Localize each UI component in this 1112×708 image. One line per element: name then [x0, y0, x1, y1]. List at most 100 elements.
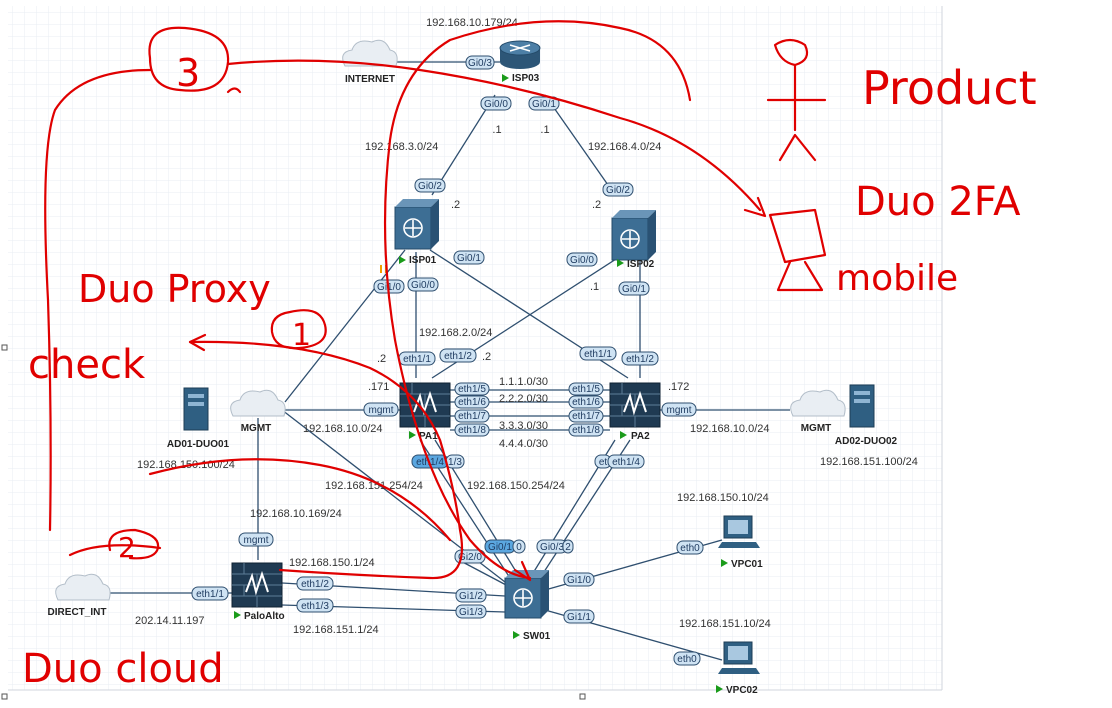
port-badge[interactable]: Gi1/0 — [563, 572, 595, 587]
ha-link-3: 3.3.3.0/30 — [499, 420, 548, 432]
play-icon — [617, 259, 624, 267]
port-badge[interactable]: eth1/8 — [454, 423, 490, 437]
host-label: .1 — [540, 124, 549, 136]
port-badge[interactable]: Gi0/1 — [618, 281, 650, 296]
svg-text:Gi1/0: Gi1/0 — [377, 282, 401, 293]
host-label: .2 — [451, 199, 460, 211]
svg-text:Gi2/0: Gi2/0 — [458, 552, 482, 563]
port-badge[interactable]: mgmt — [238, 532, 274, 547]
host-label: .2 — [377, 353, 386, 365]
annotation-circle-3 — [148, 26, 230, 92]
handwritten-text: 3 1 2 Product Duo 2FA mobile Duo Proxy c… — [22, 51, 1037, 692]
vpc01-pc-node[interactable]: VPC01 — [718, 515, 763, 570]
pa1-firewall-node[interactable]: PA1 — [399, 382, 451, 442]
port-badge[interactable]: mgmt — [363, 402, 399, 417]
svg-text:eth1/4: eth1/4 — [612, 457, 640, 468]
svg-text:eth1/8: eth1/8 — [458, 425, 486, 436]
direct-int-cloud-node[interactable]: DIRECT_INT — [48, 573, 111, 618]
port-badge[interactable]: eth1/5 — [454, 382, 490, 396]
svg-text:eth1/7: eth1/7 — [572, 411, 600, 422]
isp03-router-node[interactable]: ISP03 — [499, 40, 541, 84]
net-isp1: 192.168.3.0/24 — [365, 141, 438, 153]
sw01-switch-node[interactable]: SW01 — [504, 570, 551, 642]
resize-handle-bottom[interactable] — [579, 693, 586, 700]
svg-text:et: et — [599, 457, 608, 468]
vpc02-pc-node[interactable]: VPC02 — [716, 641, 760, 696]
host-label: .2 — [592, 199, 601, 211]
port-badge[interactable]: Gi1/1 — [563, 609, 595, 624]
port-badge[interactable]: 0 — [512, 539, 526, 554]
link-isp01-mgmt[interactable] — [284, 249, 406, 403]
firewall-icon — [623, 390, 647, 416]
port-badge[interactable]: 1/3 — [445, 454, 465, 469]
ad01-server-node[interactable]: AD01-DUO01 — [167, 387, 230, 450]
port-badge[interactable]: eth1/2 — [296, 576, 334, 591]
port-badge[interactable]: Gi0/2 — [414, 178, 446, 193]
mgmt-left-cloud-node[interactable]: MGMT — [230, 389, 286, 434]
port-badge[interactable]: Gi1/3 — [455, 604, 487, 619]
port-badge[interactable]: eth1/6 — [454, 395, 490, 409]
port-badge[interactable]: Gi0/2 — [602, 182, 634, 197]
internet-cloud-node[interactable]: INTERNET — [342, 39, 398, 85]
svg-text:Gi1/2: Gi1/2 — [459, 591, 483, 602]
svg-text:Gi0/3: Gi0/3 — [540, 542, 564, 553]
svg-text:eth1/1: eth1/1 — [196, 589, 224, 600]
port-badge[interactable]: eth1/6 — [568, 395, 604, 409]
svg-text:eth1/3: eth1/3 — [301, 601, 329, 612]
svg-text:Gi0/0: Gi0/0 — [570, 255, 594, 266]
svg-text:eth1/2: eth1/2 — [444, 351, 472, 362]
play-icon — [620, 431, 627, 439]
resize-handle-left[interactable] — [1, 344, 8, 351]
port-badge[interactable]: eth0 — [673, 651, 701, 666]
play-icon — [234, 611, 241, 619]
port-labels-layer: Gi0/3 Gi0/0 Gi0/1 Gi0/2 Gi0/1 Gi1/0 Gi0/… — [191, 55, 704, 666]
isp02-switch-node[interactable]: ISP02 — [611, 210, 656, 270]
svg-text:eth1/7: eth1/7 — [458, 411, 486, 422]
port-badge[interactable]: eth1/1 — [398, 351, 436, 366]
port-badge[interactable]: 2 — [562, 539, 574, 554]
port-badge[interactable]: eth1/8 — [568, 423, 604, 437]
net-isp2: 192.168.4.0/24 — [588, 141, 661, 153]
port-badge[interactable]: Gi0/1 — [484, 539, 516, 554]
port-badge[interactable]: eth1/1 — [191, 586, 229, 601]
vpc02-ip: 192.168.151.10/24 — [679, 618, 771, 630]
isp01-switch-node[interactable]: ISP01 — [394, 199, 439, 266]
svg-text:1/3: 1/3 — [448, 457, 462, 468]
port-badge[interactable]: Gi0/3 — [465, 55, 495, 70]
svg-text:Gi0/1: Gi0/1 — [532, 99, 556, 110]
annotation-duo-cloud: Duo cloud — [22, 646, 224, 692]
play-icon — [721, 559, 728, 567]
link-isp03-isp01[interactable] — [431, 94, 496, 196]
port-badge[interactable]: Gi0/1 — [528, 96, 560, 111]
ad02-server-node[interactable]: AD02-DUO02 — [835, 384, 898, 447]
resize-handle-bottom-left[interactable] — [1, 693, 8, 700]
port-badge[interactable]: eth1/7 — [454, 409, 490, 423]
host-label: .171 — [368, 381, 389, 393]
port-badge[interactable]: Gi0/1 — [453, 250, 485, 265]
port-badge[interactable]: eth1/2 — [439, 348, 477, 363]
mgmt-right-cloud-node[interactable]: MGMT — [790, 389, 846, 434]
cloud-icon — [342, 39, 398, 67]
port-badge[interactable]: eth1/1 — [579, 346, 617, 361]
port-badge[interactable]: eth1/4 — [607, 454, 645, 469]
isp03-label: ISP03 — [512, 73, 540, 84]
svg-text:eth1/6: eth1/6 — [572, 397, 600, 408]
sw01-label: SW01 — [523, 631, 551, 642]
port-badge[interactable]: eth1/7 — [568, 409, 604, 423]
port-badge[interactable]: eth1/2 — [621, 351, 659, 366]
ad02-label: AD02-DUO02 — [835, 436, 898, 447]
pa2-firewall-node[interactable]: PA2 — [609, 382, 661, 442]
port-badge[interactable]: mgmt — [661, 402, 697, 417]
port-badge[interactable]: eth1/5 — [568, 382, 604, 396]
link-isp03-isp02[interactable] — [544, 94, 616, 196]
port-badge[interactable]: Gi0/0 — [407, 277, 439, 292]
paloalto-firewall-node[interactable]: PaloAlto — [231, 562, 285, 622]
port-badge[interactable]: eth1/3 — [296, 598, 334, 613]
play-icon — [513, 631, 520, 639]
port-badge[interactable]: Gi1/2 — [455, 588, 487, 603]
port-badge[interactable]: eth0 — [676, 540, 704, 555]
port-badge[interactable]: Gi0/0 — [566, 252, 598, 267]
annotation-mobile: mobile — [836, 258, 958, 299]
port-badge[interactable]: Gi0/0 — [480, 96, 512, 111]
